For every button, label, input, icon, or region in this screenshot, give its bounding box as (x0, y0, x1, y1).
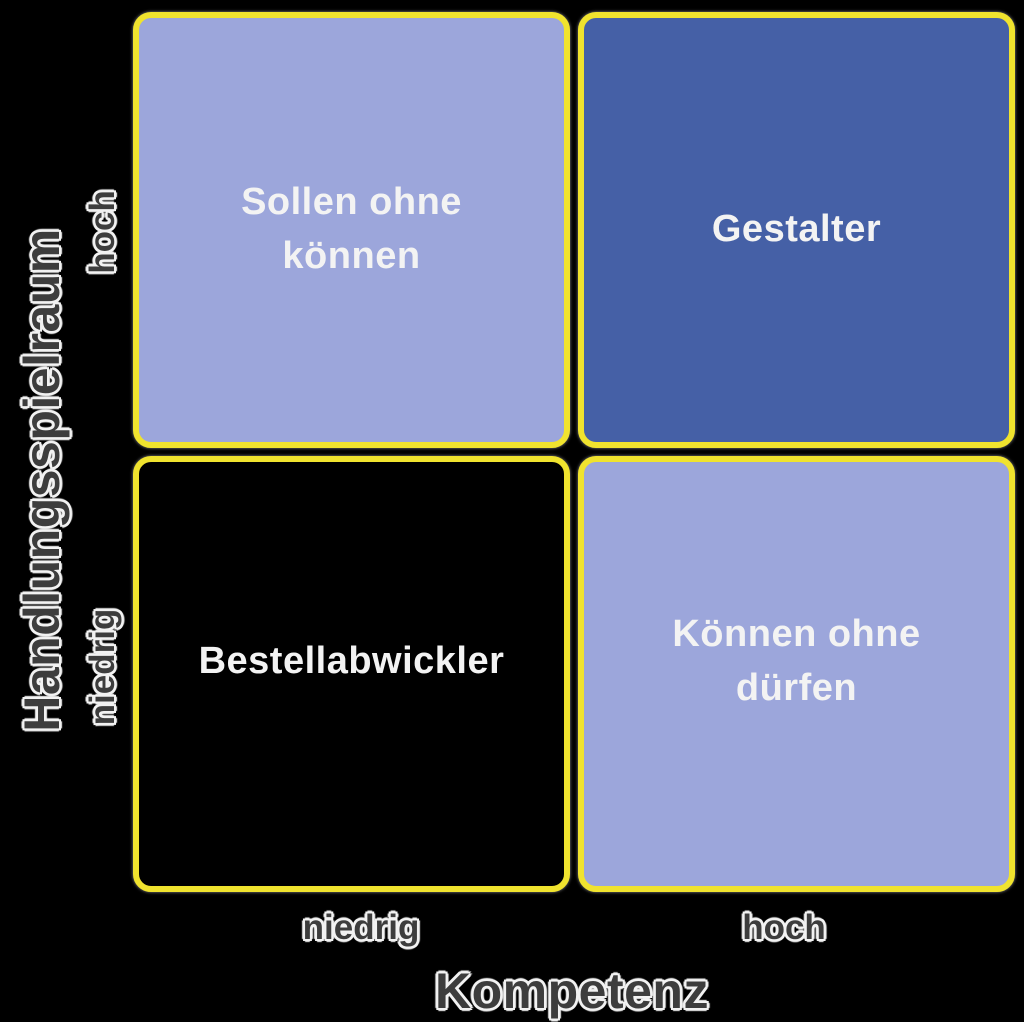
y-axis-tick-niedrig: niedrig (83, 608, 122, 726)
y-axis-tick-hoch: hoch (83, 190, 122, 274)
x-axis-tick-niedrig: niedrig (302, 908, 420, 947)
quadrant-label: Können ohne dürfen (672, 613, 921, 709)
quadrant-sollen-ohne-koennen: Sollen ohne können (133, 12, 570, 448)
x-axis-tick-hoch: hoch (742, 908, 826, 947)
quadrant-bestellabwickler: Bestellabwickler (133, 456, 570, 892)
quadrant-gestalter: Gestalter (578, 12, 1015, 448)
quadrant-label: Gestalter (711, 208, 882, 251)
quadrant-label: Bestellabwickler (198, 640, 505, 683)
x-axis-title: Kompetenz (435, 963, 709, 1019)
quadrant-matrix: Sollen ohne können Gestalter Bestellabwi… (133, 12, 1015, 892)
y-axis-title: Handlungsspielraum (14, 228, 70, 732)
quadrant-label: Sollen ohne können (241, 181, 462, 277)
quadrant-koennen-ohne-duerfen: Können ohne dürfen (578, 456, 1015, 892)
